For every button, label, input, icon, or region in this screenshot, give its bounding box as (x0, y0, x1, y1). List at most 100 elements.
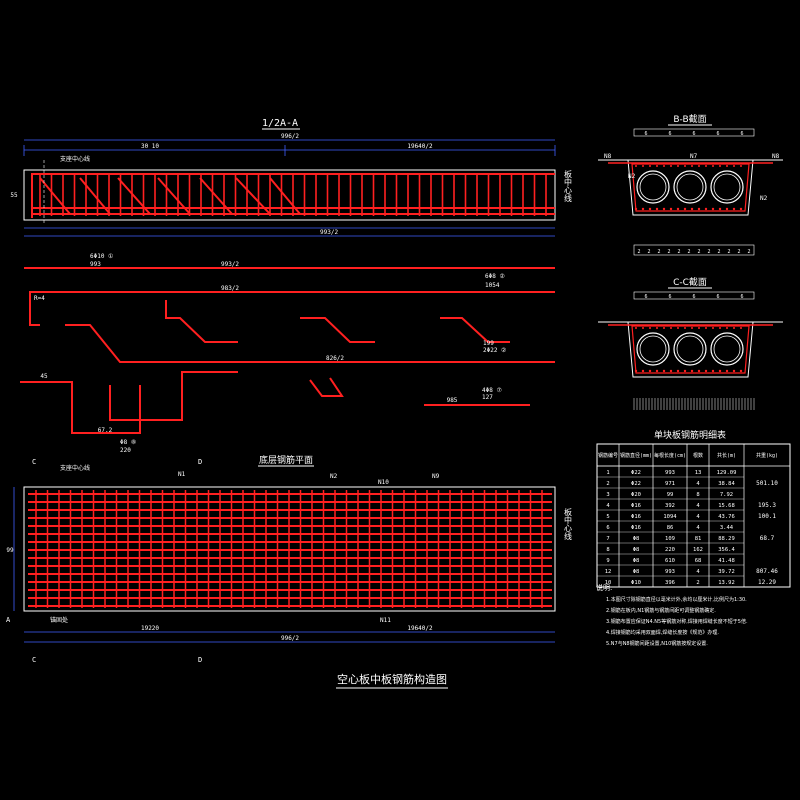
table-cell: Φ22 (631, 470, 641, 476)
plan-label: N2 (330, 473, 338, 480)
svg-text:D: D (198, 458, 202, 466)
table-cell: 4 (606, 503, 610, 509)
section-bottom-dim-text: 2 (687, 249, 690, 255)
table-cell: 12 (605, 569, 612, 575)
plan-end-label: 锚固处 (50, 616, 68, 624)
void-circle (710, 332, 744, 366)
elevation-dim-total: 996/2 (281, 133, 299, 140)
table-cell: 10 (605, 580, 612, 586)
section-label: N2 (760, 195, 768, 202)
svg-text:C: C (32, 458, 36, 466)
notes-title: 说明: (596, 583, 612, 592)
table-total-cell: 501.10 (756, 480, 778, 487)
bar-dot (691, 327, 693, 329)
section-dim-text: 6 (740, 131, 743, 137)
bar-dot (705, 327, 707, 329)
elevation-dim-half: 19640/2 (407, 143, 433, 150)
svg-text:1054: 1054 (485, 282, 500, 289)
elevation-stirrups (39, 174, 547, 216)
table-cell: 162 (693, 547, 703, 553)
table-cell: Φ8 (633, 536, 640, 542)
svg-text:985: 985 (447, 397, 458, 404)
bar-dot (676, 369, 680, 373)
elevation-title: 1/2A-A (262, 118, 298, 129)
svg-text:4Φ8 ⑦: 4Φ8 ⑦ (482, 387, 502, 394)
table-total-cell: 12.29 (758, 579, 776, 586)
table-cell: 86 (667, 525, 674, 531)
bar-dot (649, 165, 651, 167)
bar-dot (677, 327, 679, 329)
notes-lines: 1.本图尺寸除钢筋直径以毫米计外,余均以厘米计,比例尺为1:30. 2.钢筋在板… (606, 596, 748, 647)
svg-text:R=4: R=4 (34, 295, 45, 302)
support-label: 支座中心线 (60, 155, 90, 163)
svg-text:993/2: 993/2 (221, 261, 239, 268)
bar-dot (676, 207, 680, 211)
bar-dot (740, 327, 742, 329)
section-dim-text: 6 (668, 294, 671, 300)
table-cell: 4 (696, 569, 700, 575)
bar-dot (691, 165, 693, 167)
table-cell: 81 (695, 536, 702, 542)
table-cell: 7 (606, 536, 609, 542)
table-cell: 4 (696, 514, 700, 520)
table-header: 共重(kg) (756, 452, 778, 459)
svg-text:67.2: 67.2 (98, 427, 113, 434)
section-outline (627, 321, 754, 378)
plan-dim-width: 99 (6, 547, 14, 554)
section-bottom-dim-text: 2 (647, 249, 650, 255)
bar-dot (635, 165, 637, 167)
table-cell: 88.29 (718, 536, 735, 542)
table-cell: Φ8 (633, 547, 640, 553)
table-cell: 4 (696, 481, 700, 487)
section-stirrup (631, 163, 750, 212)
drawing-title: 空心板中板钢筋构造图 (337, 672, 447, 686)
void-circle (673, 170, 707, 204)
table-cell: 8 (696, 492, 699, 498)
section-dim-text: 6 (716, 131, 719, 137)
table-cell: 43.76 (718, 514, 735, 520)
elev-bottom-dim-text: 993/2 (320, 229, 338, 236)
svg-text:C: C (32, 656, 36, 664)
bar-dot (656, 327, 658, 329)
bar-dot (719, 327, 721, 329)
bar-dot (641, 207, 645, 211)
section-c-title: C-C截面 (673, 276, 707, 288)
section-stirrup (631, 325, 750, 374)
table-cell: 39.72 (718, 569, 735, 575)
table-cell: 396 (665, 580, 675, 586)
svg-text:983/2: 983/2 (221, 285, 239, 292)
table-cell: 993 (665, 569, 675, 575)
svg-text:45: 45 (40, 373, 48, 380)
table-cell: 129.09 (717, 470, 737, 476)
svg-text:993: 993 (90, 261, 101, 268)
table-cell: 220 (665, 547, 675, 553)
table-cell: 15.68 (718, 503, 735, 509)
table-cell: 1 (606, 470, 609, 476)
bar-dot (656, 165, 658, 167)
plan-title: 底层钢筋平面 (259, 454, 313, 466)
section-bottom-dim-text: 2 (637, 249, 640, 255)
section-bottom-dims (633, 244, 755, 256)
table-cell: Φ8 (633, 558, 640, 564)
svg-text:3.钢筋布置应保证N4.N5等钢筋对称,焊接用焊缝长度不短于: 3.钢筋布置应保证N4.N5等钢筋对称,焊接用焊缝长度不短于5倍. (606, 618, 748, 625)
bar-dot (684, 327, 686, 329)
section-dim-text: 6 (668, 131, 671, 137)
elevation-top-dims (23, 139, 556, 156)
bar-dot (663, 327, 665, 329)
bar-dot (697, 207, 701, 211)
svg-text:6Φ8 ②: 6Φ8 ② (485, 273, 505, 280)
void-circle (710, 170, 744, 204)
bar-dot (704, 369, 708, 373)
elevation-bottom-dims (24, 227, 555, 237)
bar-dot (733, 327, 735, 329)
table-header: 共长(m) (717, 452, 736, 459)
section-dim-text: 6 (644, 294, 647, 300)
section-dim-text: 6 (692, 131, 695, 137)
bar-dot (711, 369, 715, 373)
table-cell: 5 (606, 514, 609, 520)
table-total-cell: 68.7 (760, 535, 775, 542)
section-dim-text: 6 (692, 294, 695, 300)
table-total-cell: 195.3 (758, 502, 776, 509)
table-frame (596, 443, 791, 588)
